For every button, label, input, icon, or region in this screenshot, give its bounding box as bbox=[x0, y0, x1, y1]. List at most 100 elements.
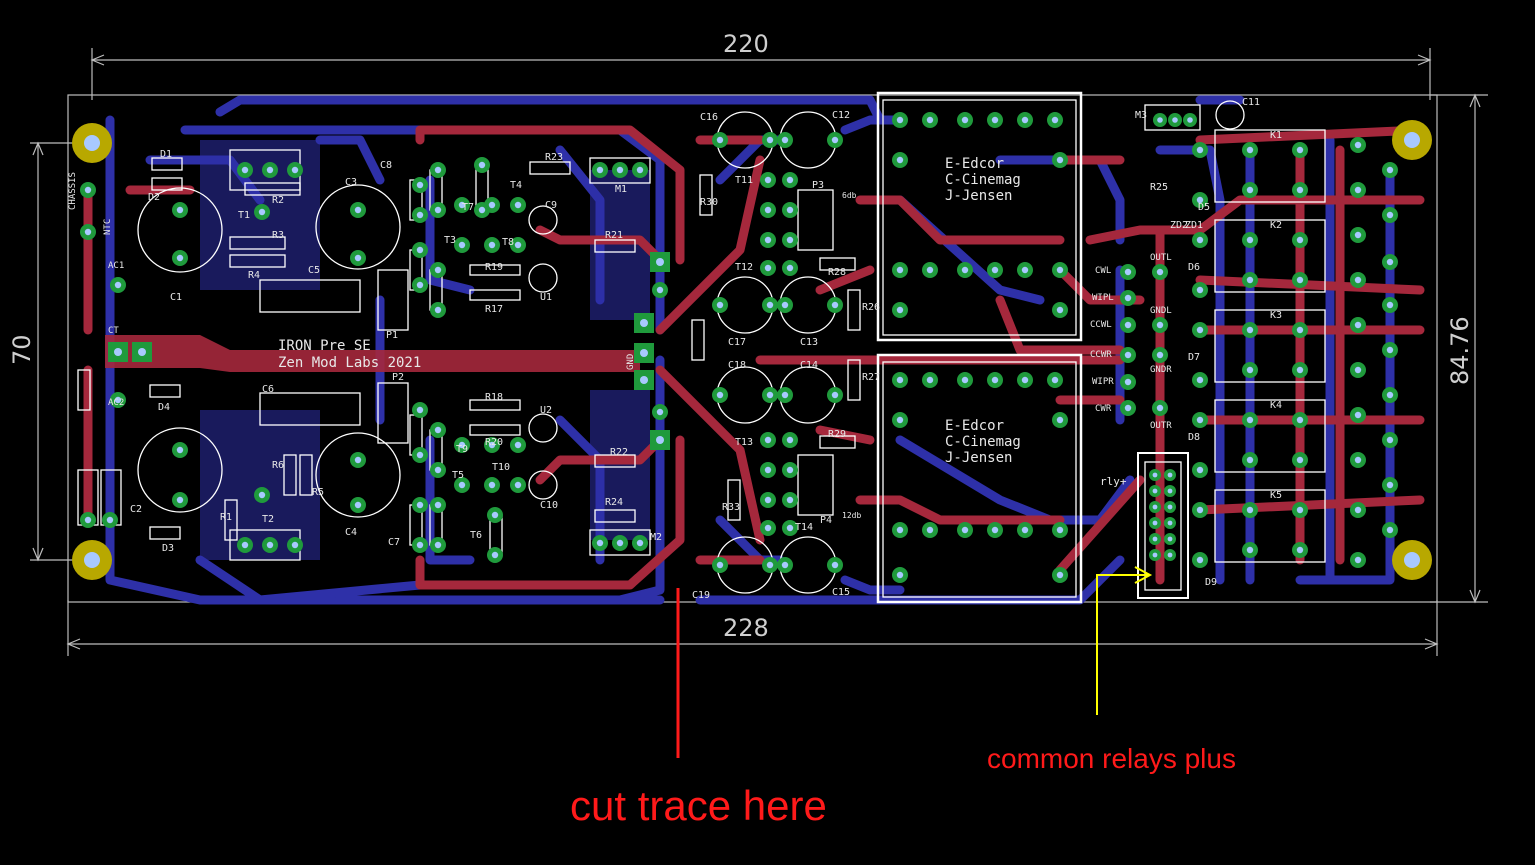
refdes-r24: R24 bbox=[605, 497, 623, 508]
refdes-u2: U2 bbox=[540, 405, 552, 416]
refdes-d8: D8 bbox=[1188, 432, 1200, 443]
refdes-t8: T8 bbox=[502, 237, 514, 248]
refdes-c19: C19 bbox=[692, 590, 710, 601]
dimension-right-label: 84.76 bbox=[1446, 316, 1474, 385]
label-ccwr: CCWR bbox=[1090, 350, 1112, 360]
refdes-r1: R1 bbox=[220, 512, 232, 523]
refdes-p4: P4 bbox=[820, 515, 832, 526]
refdes-c18: C18 bbox=[728, 360, 746, 371]
refdes-c4: C4 bbox=[345, 527, 357, 538]
label-outl: OUTL bbox=[1150, 253, 1172, 263]
label-cwl: CWL bbox=[1095, 266, 1111, 276]
board-title-line1: IRON Pre SE bbox=[278, 338, 371, 354]
dimension-left-label: 70 bbox=[8, 334, 36, 365]
refdes-t6: T6 bbox=[470, 530, 482, 541]
refdes-k5: K5 bbox=[1270, 490, 1282, 501]
label-rly: rly+ bbox=[1100, 475, 1127, 488]
refdes-t9: T9 bbox=[456, 444, 468, 455]
xfmr-a-text-3: J-Jensen bbox=[945, 188, 1012, 204]
refdes-c9: C9 bbox=[545, 200, 557, 211]
refdes-r23: R23 bbox=[545, 152, 563, 163]
refdes-t2: T2 bbox=[262, 514, 274, 525]
refdes-t13: T13 bbox=[735, 437, 753, 448]
refdes-p2: P2 bbox=[392, 372, 404, 383]
label-12db: 12db bbox=[842, 511, 861, 520]
label-ac2: AC2 bbox=[108, 398, 124, 408]
refdes-d3: D3 bbox=[162, 543, 174, 554]
refdes-c7: C7 bbox=[388, 537, 400, 548]
pads-layer bbox=[80, 112, 1398, 583]
refdes-r20: R20 bbox=[485, 437, 503, 448]
xfmr-b-text-3: J-Jensen bbox=[945, 450, 1012, 466]
refdes-zd2: ZD2 bbox=[1170, 220, 1188, 231]
label-gndr: GNDR bbox=[1150, 365, 1172, 375]
label-ccwl: CCWL bbox=[1090, 320, 1112, 330]
refdes-m1: M1 bbox=[615, 184, 627, 195]
label-6db: 6db bbox=[842, 191, 857, 200]
refdes-t14: T14 bbox=[795, 522, 813, 533]
dimension-bottom-label: 228 bbox=[723, 614, 769, 642]
board-title-line2: Zen Mod Labs 2021 bbox=[278, 355, 421, 371]
refdes-r2: R2 bbox=[272, 195, 284, 206]
refdes-c17: C17 bbox=[728, 337, 746, 348]
refdes-r25: R25 bbox=[1150, 182, 1168, 193]
common-relays-pointer bbox=[1096, 574, 1148, 715]
common-relays-arrowhead bbox=[1134, 566, 1153, 584]
refdes-c8: C8 bbox=[380, 160, 392, 171]
refdes-m3: M3 bbox=[1135, 110, 1147, 121]
refdes-c16: C16 bbox=[700, 112, 718, 123]
label-gndl: GNDL bbox=[1150, 306, 1172, 316]
refdes-d6: D6 bbox=[1188, 262, 1200, 273]
refdes-r21: R21 bbox=[605, 230, 623, 241]
label-wipl: WIPL bbox=[1092, 293, 1114, 303]
refdes-r4: R4 bbox=[248, 270, 260, 281]
refdes-k3: K3 bbox=[1270, 310, 1282, 321]
refdes-u1: U1 bbox=[540, 292, 552, 303]
xfmr-b-text-1: E-Edcor bbox=[945, 418, 1004, 434]
refdes-c1: C1 bbox=[170, 292, 182, 303]
refdes-c10: C10 bbox=[540, 500, 558, 511]
label-ac1: AC1 bbox=[108, 261, 124, 271]
refdes-t12: T12 bbox=[735, 262, 753, 273]
refdes-c3: C3 bbox=[345, 177, 357, 188]
cut-trace-annotation: cut trace here bbox=[570, 782, 827, 829]
refdes-c5: C5 bbox=[308, 265, 320, 276]
refdes-d2: D2 bbox=[148, 192, 160, 203]
refdes-t5: T5 bbox=[452, 470, 464, 481]
refdes-c6: C6 bbox=[262, 384, 274, 395]
refdes-r17: R17 bbox=[485, 304, 503, 315]
dimension-top-label: 220 bbox=[723, 30, 769, 58]
label-chassis: CHASSIS bbox=[68, 172, 78, 210]
xfmr-a-text-2: C-Cinemag bbox=[945, 172, 1021, 188]
refdes-r5: R5 bbox=[312, 487, 324, 498]
refdes-r18: R18 bbox=[485, 392, 503, 403]
refdes-t10: T10 bbox=[492, 462, 510, 473]
refdes-c13: C13 bbox=[800, 337, 818, 348]
ct-bus-trace bbox=[105, 335, 640, 372]
label-outr: OUTR bbox=[1150, 421, 1172, 431]
refdes-r3: R3 bbox=[272, 230, 284, 241]
label-ct: CT bbox=[108, 326, 119, 336]
xfmr-b-text-2: C-Cinemag bbox=[945, 434, 1021, 450]
refdes-d5: D5 bbox=[1198, 202, 1210, 213]
refdes-t11: T11 bbox=[735, 175, 753, 186]
refdes-c2: C2 bbox=[130, 504, 142, 515]
dimension-lines bbox=[30, 48, 1488, 656]
refdes-c12: C12 bbox=[832, 110, 850, 121]
refdes-k1: K1 bbox=[1270, 130, 1282, 141]
refdes-r27: R27 bbox=[862, 372, 880, 383]
ground-pour-left-lower bbox=[200, 410, 320, 560]
refdes-d1: D1 bbox=[160, 149, 172, 160]
refdes-k2: K2 bbox=[1270, 220, 1282, 231]
refdes-r19: R19 bbox=[485, 262, 503, 273]
refdes-t1: T1 bbox=[238, 210, 250, 221]
refdes-p1: P1 bbox=[386, 330, 398, 341]
refdes-zd1: ZD1 bbox=[1185, 220, 1203, 231]
refdes-p3: P3 bbox=[812, 180, 824, 191]
label-gnd: GND bbox=[626, 354, 636, 370]
label-ntc: NTC bbox=[103, 219, 113, 235]
refdes-t3: T3 bbox=[444, 235, 456, 246]
refdes-r33: R33 bbox=[722, 502, 740, 513]
refdes-r22: R22 bbox=[610, 447, 628, 458]
label-cwr: CWR bbox=[1095, 404, 1112, 414]
